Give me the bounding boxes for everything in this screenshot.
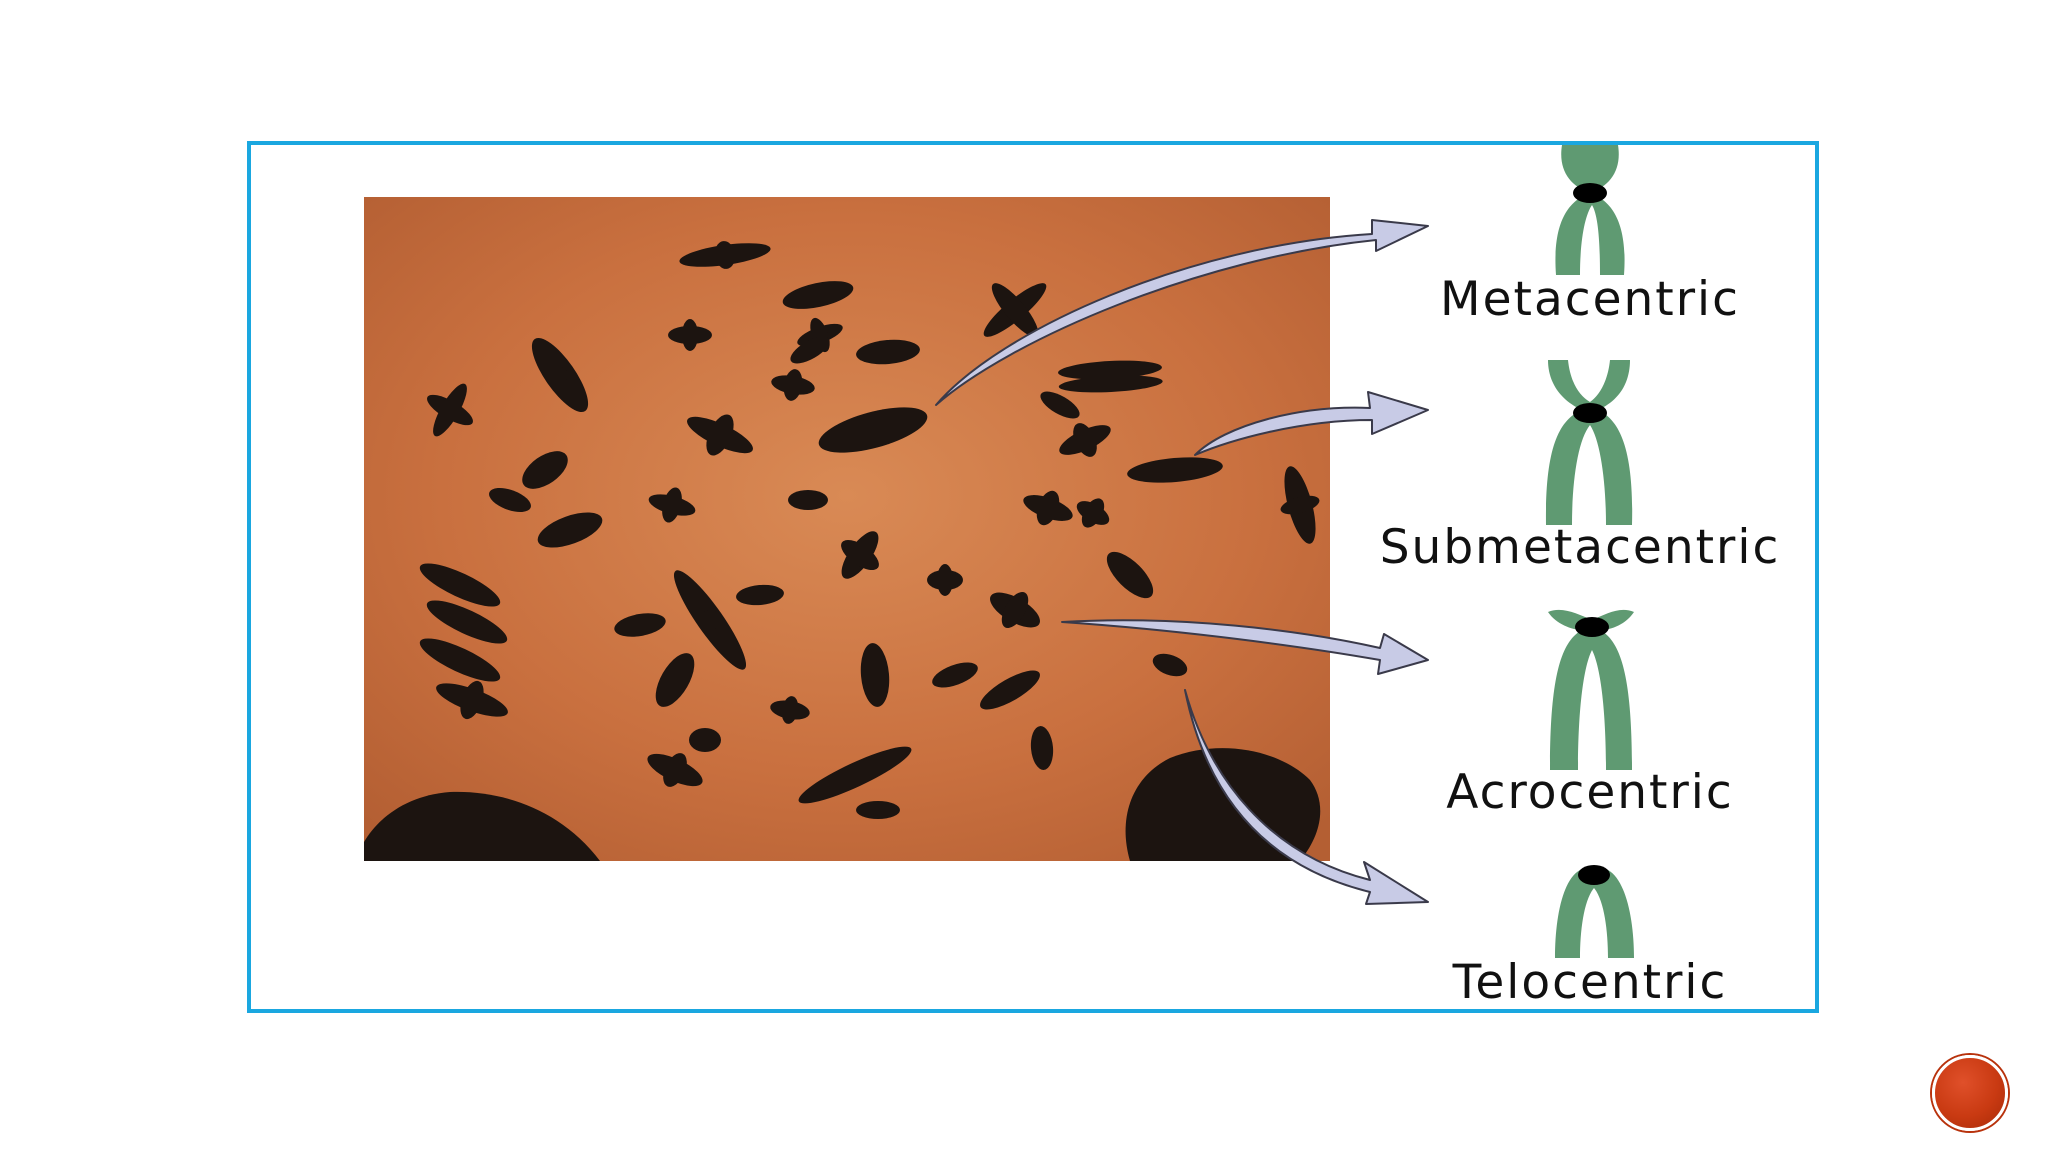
label-acrocentric: Acrocentric [1446, 765, 1734, 820]
arrow-to-acrocentric [1061, 619, 1429, 675]
submetacentric-chromosome [1545, 360, 1633, 525]
acrocentric-chromosome [1548, 609, 1634, 770]
slide-nav-button[interactable] [1932, 1055, 2008, 1131]
metacentric-chromosome [1555, 145, 1625, 275]
label-submetacentric: Submetacentric [1379, 520, 1781, 575]
arrow-to-telocentric [1184, 689, 1429, 905]
arrows [935, 219, 1429, 905]
arrow-to-metacentric [935, 219, 1429, 406]
label-metacentric: Metacentric [1440, 272, 1740, 327]
karyotype-photo [364, 197, 1330, 861]
telocentric-chromosome [1555, 865, 1634, 958]
arrow-to-submetacentric [1194, 391, 1429, 456]
label-telocentric: Telocentric [1452, 955, 1728, 1010]
